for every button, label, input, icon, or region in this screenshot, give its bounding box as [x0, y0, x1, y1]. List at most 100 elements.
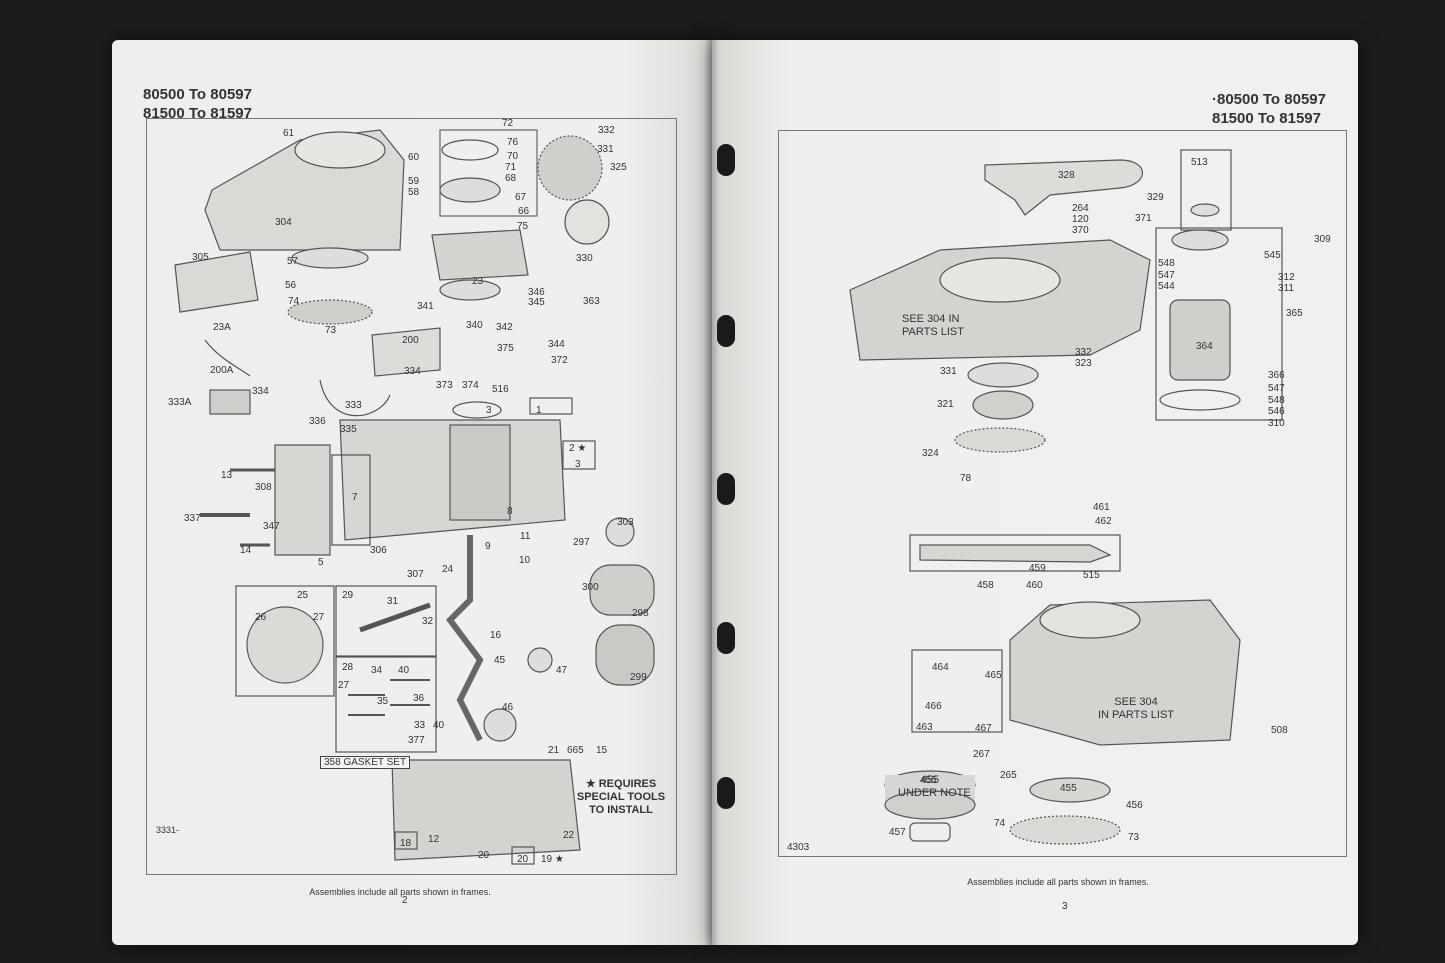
left-part-number: 72 [502, 118, 514, 129]
right-range-line-1: ·80500 To 80597 [1212, 91, 1326, 108]
right-part-number: 331 [940, 366, 957, 377]
right-part-number: 324 [922, 448, 939, 459]
right-part-number: 467 [975, 723, 992, 734]
right-part-number: 462 [1095, 516, 1112, 527]
right-part-number: 78 [960, 473, 972, 484]
right-page-number: 3 [1062, 901, 1068, 912]
left-range-line-1: 80500 To 80597 [143, 86, 252, 103]
right-part-number: 463 [916, 722, 933, 733]
left-part-number: 33 [414, 720, 426, 731]
callout-see-304-top: SEE 304 IN PARTS LIST [902, 313, 964, 339]
binder-hole [717, 777, 735, 809]
left-part-number: 74 [288, 296, 300, 307]
left-part-number: 27 [313, 612, 325, 623]
left-part-number: 75 [517, 221, 529, 232]
left-part-number: 303 [617, 517, 634, 528]
right-part-number: 548 [1268, 395, 1285, 406]
right-part-number: 323 [1075, 358, 1092, 369]
book-gutter [704, 40, 720, 945]
left-part-number: 298 [632, 608, 649, 619]
right-part-number: 332 [1075, 347, 1092, 358]
left-part-number: 66 [518, 206, 530, 217]
left-part-number: 46 [502, 702, 514, 713]
left-part-number: 341 [417, 301, 434, 312]
right-part-number: 513 [1191, 157, 1208, 168]
right-part-number: 460 [1026, 580, 1043, 591]
left-part-number: 2 ★ [569, 443, 587, 454]
left-part-number: 342 [496, 322, 513, 333]
left-part-number: 27 [338, 680, 350, 691]
left-part-number: 24 [442, 564, 454, 575]
callout-1-line-2: PARTS LIST [902, 326, 964, 338]
callout-2-line-2: IN PARTS LIST [1098, 709, 1175, 721]
special-tools-note: ★ REQUIRES SPECIAL TOOLS TO INSTALL [566, 778, 676, 817]
callout-1-line-1: SEE 304 IN [902, 313, 960, 325]
left-part-number: 58 [408, 187, 420, 198]
right-caption: Assemblies include all parts shown in fr… [967, 877, 1149, 887]
left-model-range: 80500 To 80597 81500 To 81597 [143, 85, 252, 123]
left-part-number: 47 [556, 665, 568, 676]
left-part-number: 71 [505, 162, 517, 173]
left-part-number: 31 [387, 596, 399, 607]
left-part-number: 200A [210, 365, 234, 376]
binder-hole [717, 622, 735, 654]
right-part-number: 455 [1060, 783, 1077, 794]
left-part-number: 40 [398, 665, 410, 676]
right-part-number: 515 [1083, 570, 1100, 581]
left-part-number: 373 [436, 380, 453, 391]
left-part-number: 14 [240, 545, 252, 556]
left-part-number: 297 [573, 537, 590, 548]
left-part-number: 337 [184, 513, 201, 524]
left-part-number: 334 [404, 366, 421, 377]
right-part-number: 459 [1029, 563, 1046, 574]
left-part-number: 28 [342, 662, 354, 673]
left-part-number: 332 [598, 125, 615, 136]
right-part-number: 321 [937, 399, 954, 410]
right-part-number: 265 [1000, 770, 1017, 781]
left-part-number: 8 [507, 506, 513, 517]
left-part-number: 73 [325, 325, 337, 336]
left-part-number: 334 [252, 386, 269, 397]
left-part-number: 304 [275, 217, 292, 228]
right-part-number: 366 [1268, 370, 1285, 381]
left-part-number: 346 [528, 287, 545, 298]
left-part-number: 345 [528, 297, 545, 308]
left-part-number: 306 [370, 545, 387, 556]
left-part-number: 375 [497, 343, 514, 354]
right-part-number: 455 [920, 775, 937, 786]
binder-hole [717, 144, 735, 176]
left-part-number: 32 [422, 616, 434, 627]
left-part-number: 330 [576, 253, 593, 264]
left-part-number: 23A [213, 322, 231, 333]
left-part-number: 1 [536, 405, 542, 416]
right-part-number: 464 [932, 662, 949, 673]
left-part-number: 344 [548, 339, 565, 350]
left-part-number: 19 ★ [541, 854, 564, 865]
left-part-number: 665 [567, 745, 584, 756]
right-part-number: 74 [994, 818, 1006, 829]
left-part-number: 363 [583, 296, 600, 307]
right-diagram-frame [778, 130, 1347, 857]
left-range-line-2: 81500 To 81597 [143, 105, 252, 122]
right-part-number: 508 [1271, 725, 1288, 736]
right-part-number: 267 [973, 749, 990, 760]
right-part-number: 309 [1314, 234, 1331, 245]
special-tools-line-2: SPECIAL TOOLS [576, 791, 666, 803]
left-part-number: 335 [340, 424, 357, 435]
left-part-number: 11 [520, 531, 531, 542]
right-part-number: 457 [889, 827, 906, 838]
left-part-number: 12 [428, 834, 440, 845]
left-part-number: 333 [345, 400, 362, 411]
left-part-number: 7 [352, 492, 358, 503]
binder-hole [717, 473, 735, 505]
right-part-number: 547 [1268, 383, 1285, 394]
right-part-number: 329 [1147, 192, 1164, 203]
special-tools-line-3: TO INSTALL [589, 804, 653, 816]
left-part-number: 57 [287, 256, 299, 267]
left-part-number: 59 [408, 176, 420, 187]
left-part-number: 29 [342, 590, 354, 601]
left-part-number: 3 [486, 405, 492, 416]
left-part-number: 300 [582, 582, 599, 593]
